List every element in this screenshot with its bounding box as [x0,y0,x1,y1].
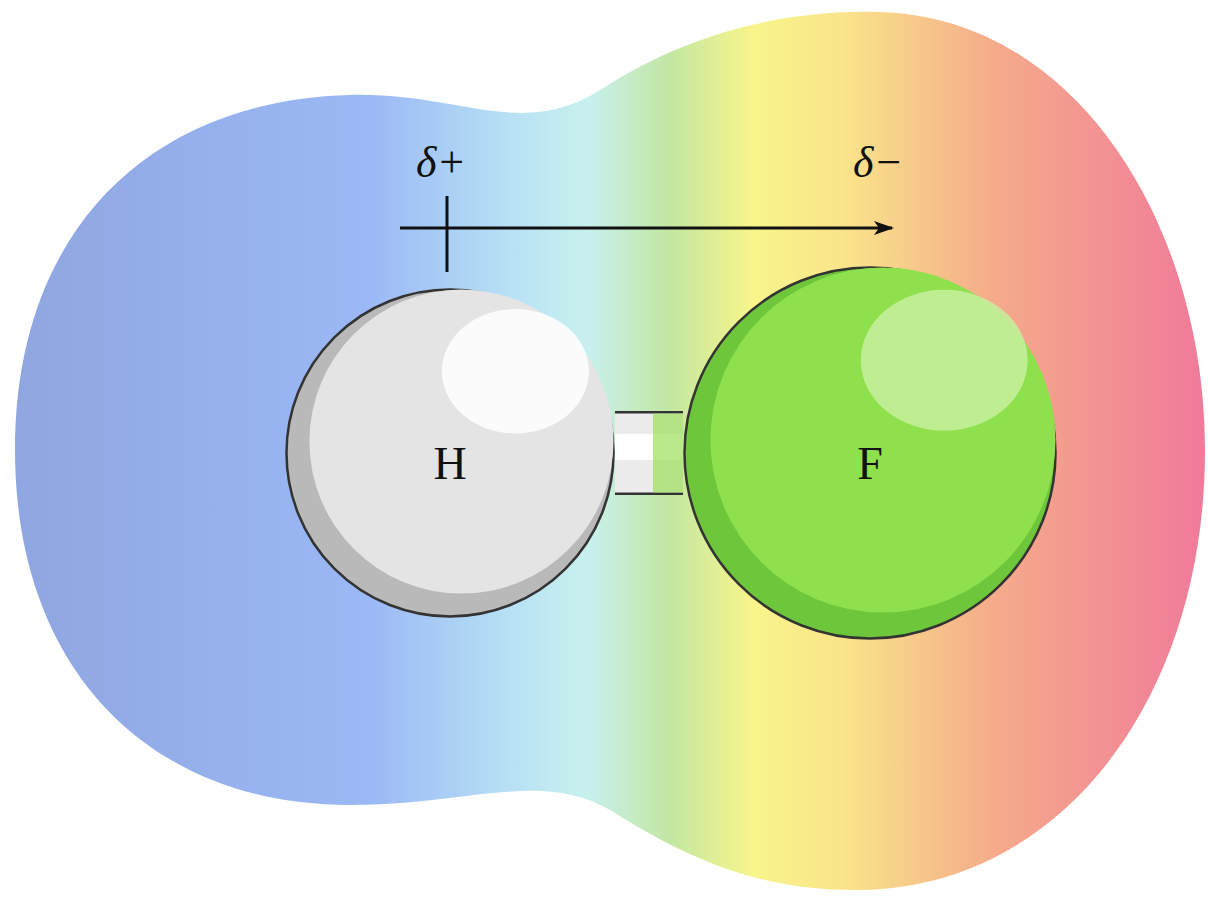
sphere-shadow [287,290,614,617]
bond-highlight [615,434,683,460]
atom-symbol: F [853,433,887,494]
partial-charge: δ− [853,137,903,188]
potential-surface [15,12,1205,890]
atom-symbol: H [429,433,470,494]
sphere-highlight [861,290,1028,431]
dipole-arrow [400,227,892,230]
sphere-shadow [685,268,1056,639]
sphere-highlight [442,309,589,433]
sphere-body [309,290,613,594]
sphere-body [710,268,1055,613]
hydrogen-atom: H [285,288,615,618]
fluorine-atom: F [683,266,1057,640]
bond-outline [615,411,683,495]
chemical-bond [615,447,683,453]
bond-tint [653,414,683,493]
dipole-tick [446,196,449,272]
bond-body [615,414,683,493]
partial-charge: δ+ [416,137,466,188]
